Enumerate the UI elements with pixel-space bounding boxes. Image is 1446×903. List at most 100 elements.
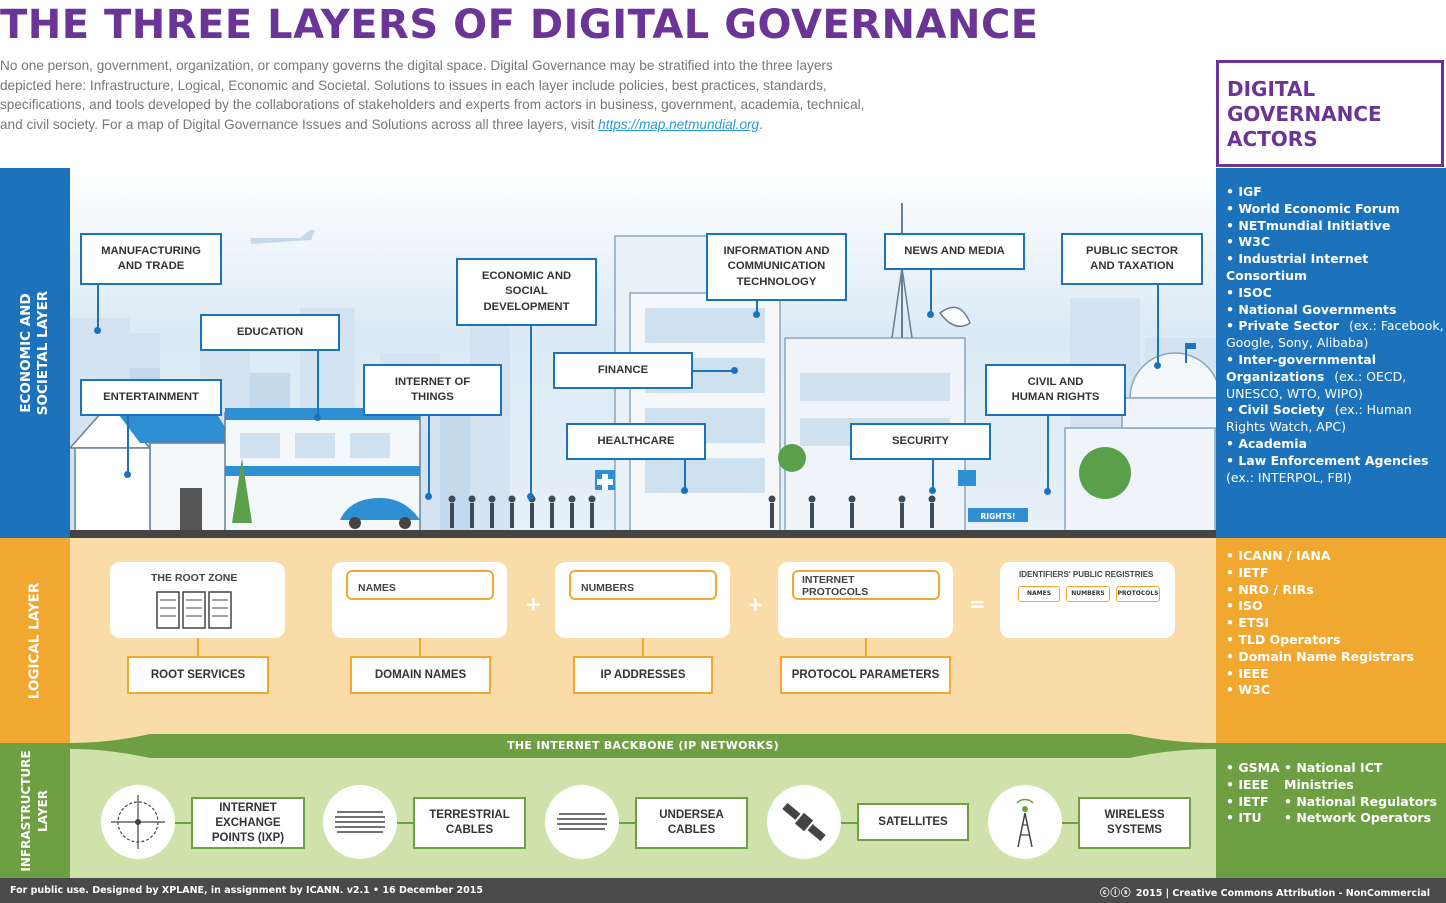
connector-dot	[1044, 488, 1051, 495]
connector	[684, 460, 686, 490]
actors-heading-line-3: ACTORS	[1227, 127, 1318, 151]
connector	[932, 460, 934, 490]
airplane-icon	[250, 230, 315, 244]
box-undersea-cables[interactable]: UNDERSEA CABLES	[635, 797, 748, 849]
box-news-and-media[interactable]: NEWS AND MEDIA	[884, 233, 1025, 270]
actor-item: • ITU	[1226, 810, 1262, 826]
connector	[693, 370, 733, 372]
logical-layer-label: LOGICAL LAYER	[26, 582, 43, 699]
finance-label: FINANCE	[597, 363, 649, 376]
actor-note: (ex.: INTERPOL, FBI)	[1226, 469, 1352, 485]
connector	[1047, 416, 1049, 491]
connector	[317, 351, 319, 416]
box-security[interactable]: SECURITY	[850, 423, 991, 460]
footer-license: ⓒⓘⓢ 2015 | Creative Commons Attribution …	[1100, 885, 1430, 899]
cell-tower-icon	[1016, 798, 1034, 848]
registries-caption: IDENTIFIERS' PUBLIC REGISTRIES	[1019, 570, 1154, 579]
connector	[97, 285, 99, 330]
server-racks-icon	[156, 591, 232, 629]
manufacturing-label: MANUFACTURING AND TRADE	[101, 244, 201, 273]
actor-note: (ex.: Facebook, Google, Sony, Alibaba)	[1226, 318, 1444, 351]
wireless-systems-circle	[988, 785, 1062, 859]
actor-item: • W3C	[1226, 234, 1271, 250]
box-ip-addresses[interactable]: IP ADDRESSES	[573, 656, 713, 694]
lock-icon	[958, 470, 976, 486]
box-healthcare[interactable]: HEALTHCARE	[566, 423, 706, 460]
box-information-and-communication-technology[interactable]: INFORMATION AND COMMUNICATION TECHNOLOGY	[706, 233, 847, 301]
root-zone-card: THE ROOT ZONE	[110, 562, 285, 638]
connector	[1157, 285, 1159, 365]
wireless-label: WIRELESS SYSTEMS	[1104, 809, 1165, 836]
actor-item: • Industrial Internet Consortium	[1226, 251, 1369, 283]
iot-label: INTERNET OF THINGS	[394, 375, 471, 404]
intro-text: No one person, government, organization,…	[0, 58, 865, 132]
economic-layer-label: ECONOMIC AND SOCIETAL LAYER	[18, 290, 51, 416]
actor-item: • Network Operators	[1284, 810, 1432, 826]
connector	[428, 416, 430, 496]
ict-label: INFORMATION AND COMMUNICATION TECHNOLOGY	[723, 244, 830, 288]
equals-operator: =	[969, 592, 986, 616]
economic-actors-list: • IGF• World Economic Forum• NETmundial …	[1226, 184, 1446, 486]
box-internet-of-things[interactable]: INTERNET OF THINGS	[363, 364, 502, 416]
security-label: SECURITY	[891, 434, 950, 447]
box-civil-and-human-rights[interactable]: CIVIL AND HUMAN RIGHTS	[985, 364, 1126, 416]
rights-banner	[968, 508, 1028, 522]
domain-names-label: DOMAIN NAMES	[374, 669, 467, 681]
box-wireless-systems[interactable]: WIRELESS SYSTEMS	[1078, 797, 1191, 849]
actor-item: • World Economic Forum	[1226, 200, 1400, 216]
connector	[127, 416, 129, 474]
protocol-parameters-label: PROTOCOL PARAMETERS	[791, 669, 940, 681]
connector	[841, 822, 857, 824]
actor-item: • ISOC	[1226, 284, 1272, 300]
netmundial-link[interactable]: https://map.netmundial.org	[598, 116, 760, 132]
ixp-circle	[101, 785, 175, 859]
box-public-sector-and-taxation[interactable]: PUBLIC SECTOR AND TAXATION	[1061, 233, 1203, 285]
registry-names-tab: NAMES	[1018, 586, 1060, 602]
root-zone-caption: THE ROOT ZONE	[151, 572, 238, 584]
connector-dot	[425, 493, 432, 500]
network-node-icon	[111, 795, 165, 849]
ip-addresses-label: IP ADDRESSES	[600, 669, 686, 681]
box-finance[interactable]: FINANCE	[553, 352, 693, 389]
actor-item: • National ICT Ministries	[1284, 760, 1383, 792]
satellites-circle	[767, 785, 841, 859]
economic-actors-panel: • IGF• World Economic Forum• NETmundial …	[1216, 168, 1446, 538]
civil-label: CIVIL AND HUMAN RIGHTS	[1011, 375, 1100, 404]
connector-dot	[124, 471, 131, 478]
infrastructure-actors-col1: • GSMA• IEEE• IETF• ITU	[1226, 760, 1280, 827]
box-root-services[interactable]: ROOT SERVICES	[127, 656, 269, 694]
numbers-caption: NUMBERS	[581, 582, 635, 594]
econ-social-label: ECONOMIC AND SOCIAL DEVELOPMENT	[481, 269, 572, 313]
box-satellites[interactable]: SATELLITES	[857, 803, 969, 841]
logical-layer-band: LOGICAL LAYER	[0, 538, 70, 743]
box-terrestrial-cables[interactable]: TERRESTRIAL CABLES	[413, 797, 526, 849]
infrastructure-actors-col2: • National ICT Ministries• National Regu…	[1284, 760, 1446, 827]
connector	[1062, 822, 1078, 824]
actor-item: • ETSI	[1226, 615, 1270, 631]
box-internet-exchange-points[interactable]: INTERNET EXCHANGE POINTS (IXP)	[191, 797, 305, 849]
creative-commons-icon: ⓒⓘⓢ	[1100, 888, 1136, 899]
actor-item: • NETmundial Initiative	[1226, 217, 1391, 233]
actor-note: (ex.: Human Rights Watch, APC)	[1226, 402, 1412, 435]
cable-bundle-icon	[335, 811, 385, 833]
box-education[interactable]: EDUCATION	[200, 314, 340, 351]
actor-note: (ex.: OECD, UNESCO, WTO, WIPO)	[1226, 368, 1407, 401]
connector-dot	[681, 487, 688, 494]
satellites-label: SATELLITES	[878, 815, 948, 828]
actor-item: • Inter-governmental Organizations (ex.:…	[1226, 351, 1407, 401]
public-sector-label: PUBLIC SECTOR AND TAXATION	[1085, 244, 1179, 273]
page-title: THE THREE LAYERS OF DIGITAL GOVERNANCE	[0, 2, 1039, 48]
actors-heading-line-2: GOVERNANCE	[1227, 102, 1382, 126]
box-domain-names[interactable]: DOMAIN NAMES	[350, 656, 491, 694]
internet-backbone-pipe	[70, 734, 1216, 758]
box-entertainment[interactable]: ENTERTAINMENT	[80, 379, 222, 416]
actor-item: • IETF	[1226, 564, 1269, 580]
registry-protocols-tab: PROTOCOLS	[1116, 586, 1160, 602]
connector	[530, 326, 532, 496]
identifiers-public-registries-card: IDENTIFIERS' PUBLIC REGISTRIES NAMES NUM…	[1000, 562, 1175, 638]
box-manufacturing-and-trade[interactable]: MANUFACTURING AND TRADE	[80, 233, 222, 285]
actor-item: • NRO / RIRs	[1226, 581, 1314, 597]
box-protocol-parameters[interactable]: PROTOCOL PARAMETERS	[780, 656, 951, 694]
box-economic-and-social-development[interactable]: ECONOMIC AND SOCIAL DEVELOPMENT	[456, 258, 597, 326]
footer-license-text: 2015 | Creative Commons Attribution - No…	[1135, 888, 1430, 899]
